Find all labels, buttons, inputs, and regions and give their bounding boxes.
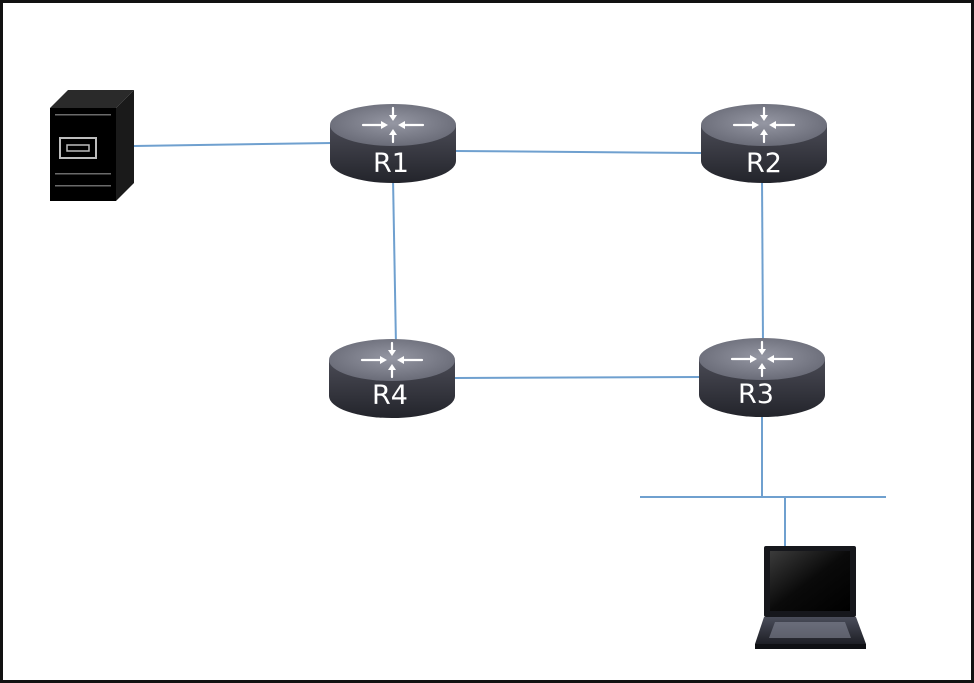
link-server-r1 bbox=[133, 142, 333, 147]
laptop-icon bbox=[755, 546, 866, 649]
router-r1: R1 bbox=[328, 102, 458, 185]
router-r4-label: R4 bbox=[372, 380, 408, 411]
server-icon bbox=[50, 90, 134, 201]
router-r2: R2 bbox=[699, 102, 829, 185]
link-r1-r4 bbox=[392, 177, 397, 347]
router-r2-label: R2 bbox=[746, 148, 782, 179]
router-r1-label: R1 bbox=[373, 148, 409, 179]
router-r4: R4 bbox=[327, 337, 457, 420]
link-r4-r3 bbox=[454, 376, 703, 379]
link-r1-r2 bbox=[454, 150, 703, 154]
diagram-canvas: R1 R2 R4 R3 bbox=[50, 90, 886, 649]
router-r3-label: R3 bbox=[738, 379, 774, 410]
link-r2-r3 bbox=[761, 177, 764, 345]
router-r3: R3 bbox=[697, 336, 827, 419]
